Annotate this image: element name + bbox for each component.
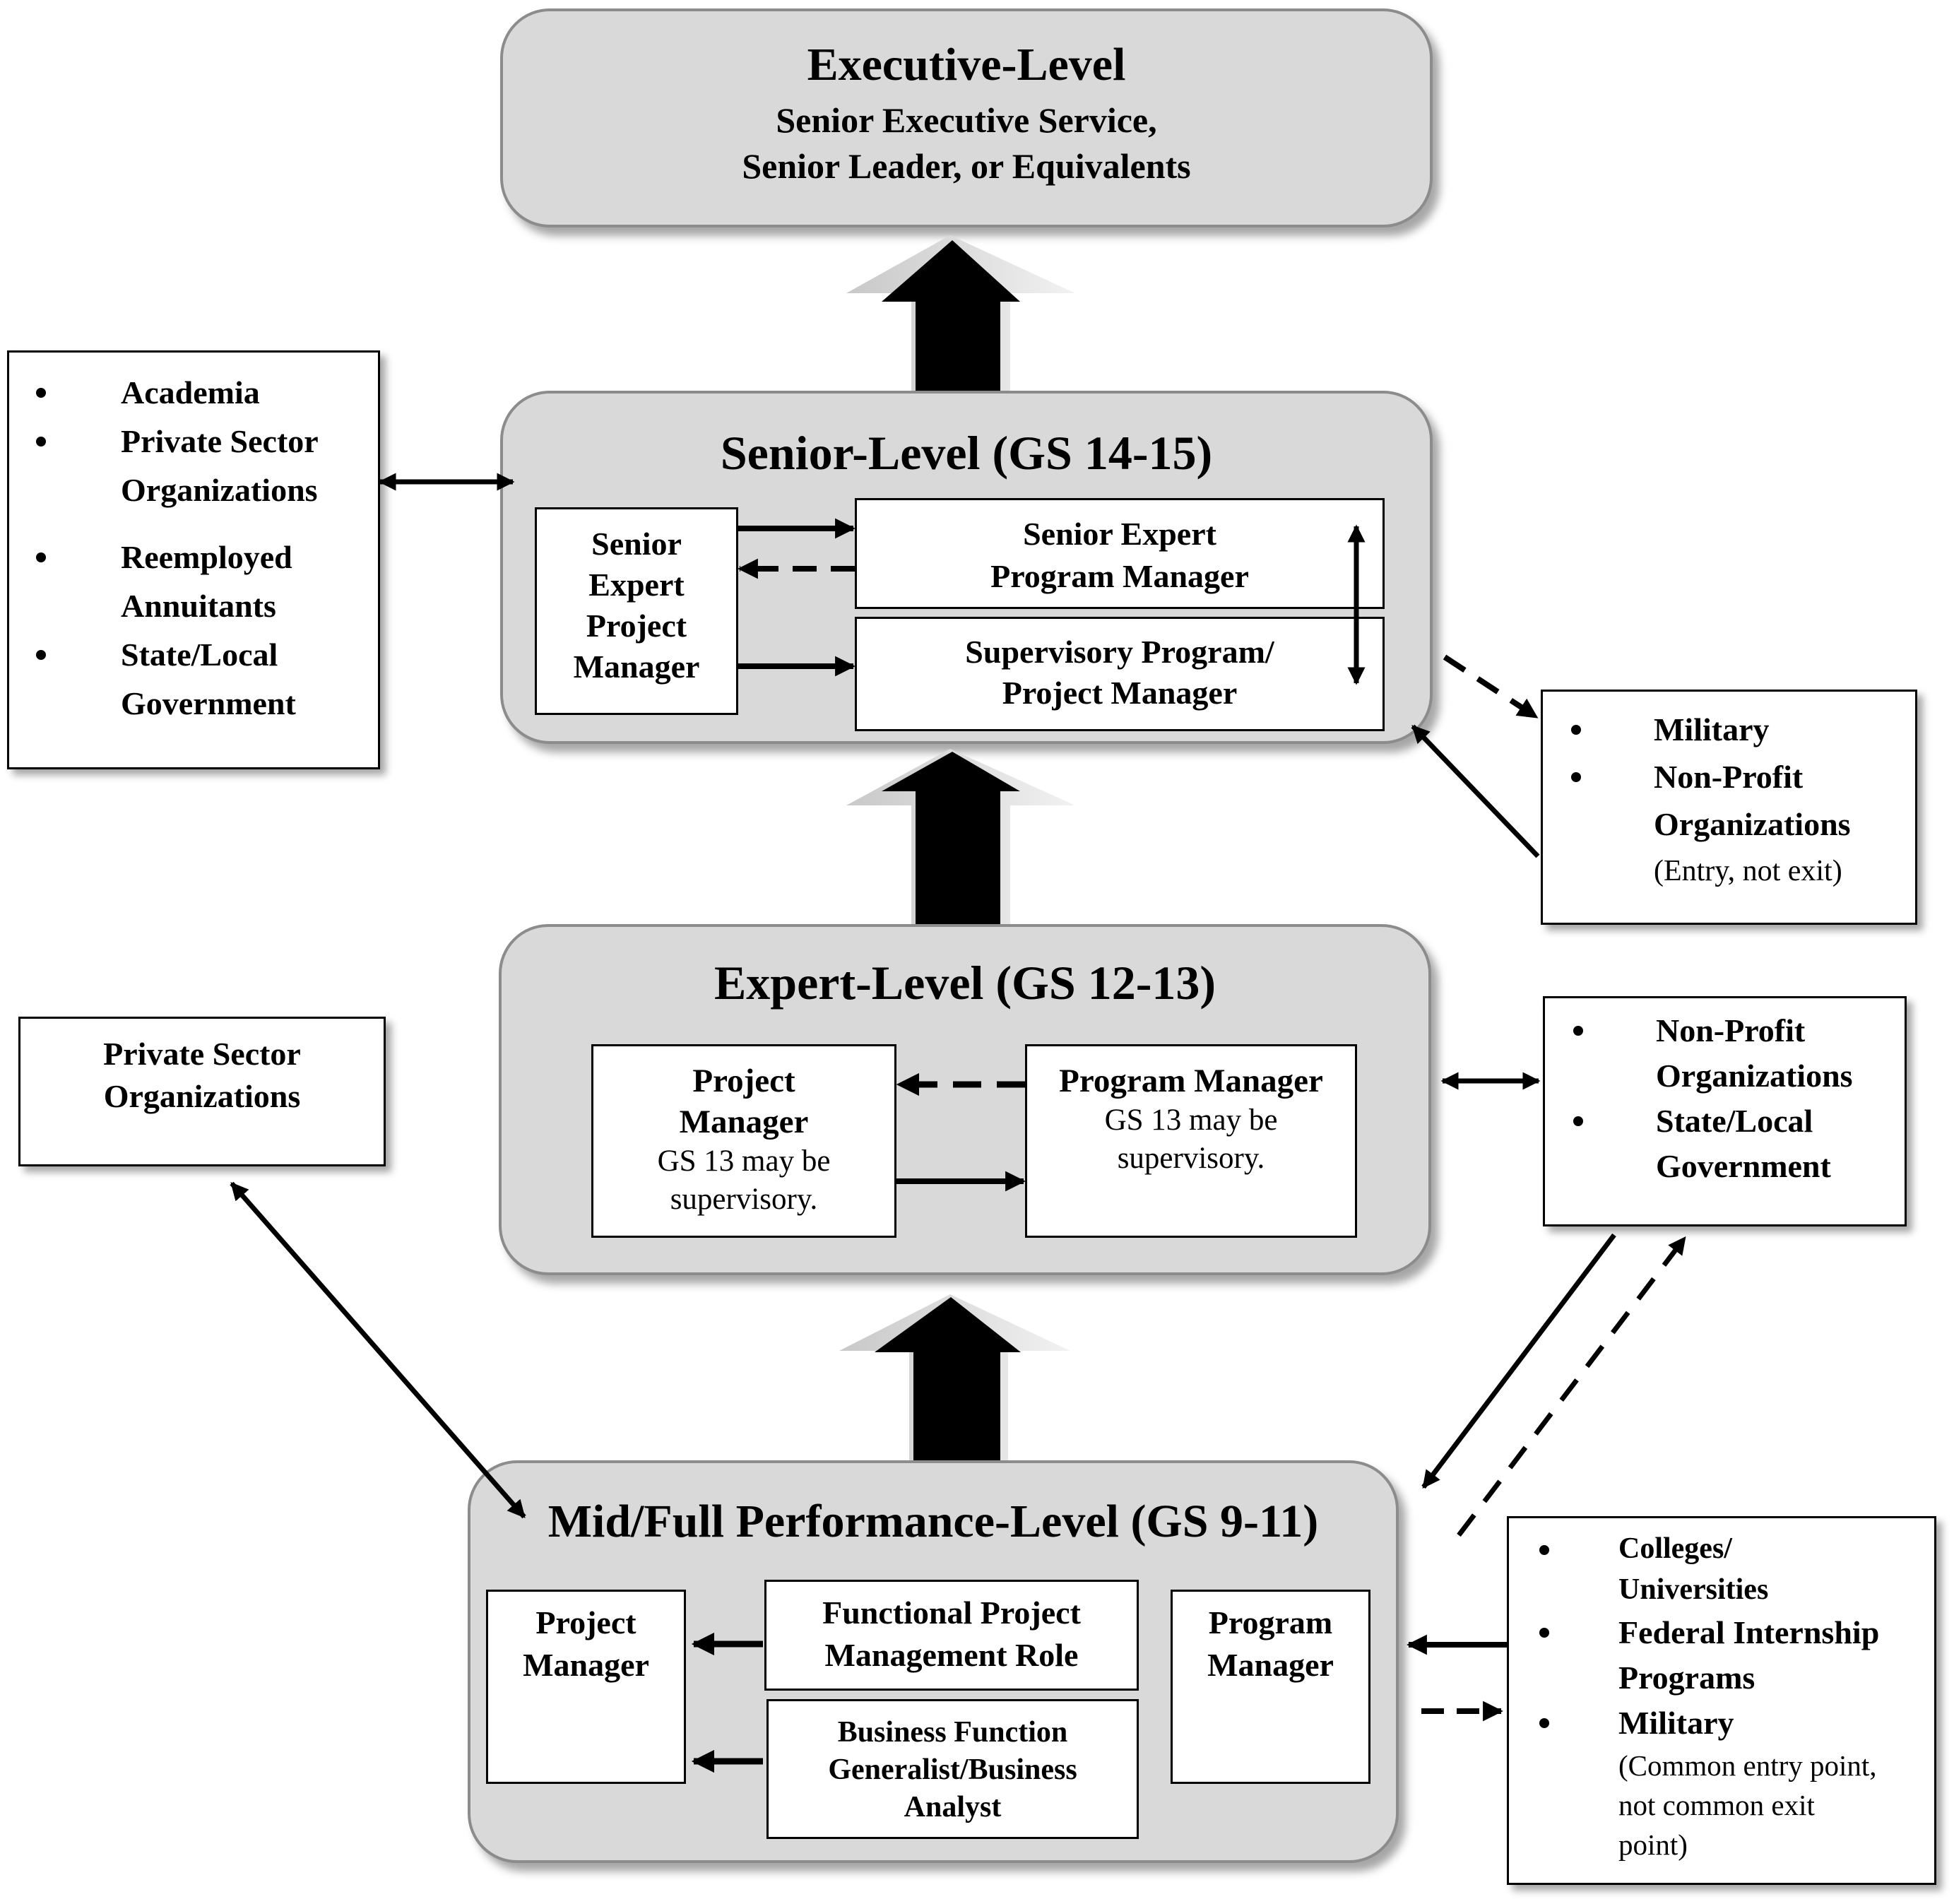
functional-project-management-role-box: Functional Project Management Role xyxy=(764,1580,1139,1691)
supervisory-program-project-manager-box: Supervisory Program/ Project Manager xyxy=(855,617,1385,731)
senior-expert-pm-line: Manager xyxy=(573,649,700,685)
supervisory-line: Supervisory Program/ xyxy=(965,634,1274,670)
source-item: Colleges/ Universities xyxy=(1509,1528,1879,1610)
business-line: Analyst xyxy=(904,1791,1002,1823)
senior-expert-pm-line: Expert xyxy=(588,567,685,603)
right-mid-sources-box: Colleges/ Universities Federal Internshi… xyxy=(1507,1516,1936,1885)
senior-expert-pm-line: Senior xyxy=(591,526,682,562)
business-line: Generalist/Business xyxy=(828,1754,1077,1786)
bullet-icon xyxy=(1571,725,1581,735)
source-item: Academia xyxy=(9,368,319,417)
source-item: Federal Internship Programs xyxy=(1509,1610,1879,1701)
mid-level-title: Mid/Full Performance-Level (GS 9-11) xyxy=(547,1496,1319,1547)
expert-pm-title-line: Manager xyxy=(679,1104,809,1140)
expert-program-manager-box: Program Manager GS 13 may be supervisory… xyxy=(1025,1044,1357,1238)
senior-expert-program-manager-box: Senior Expert Program Manager xyxy=(855,498,1385,609)
executive-level-line2: Senior Leader, or Equivalents xyxy=(742,146,1191,186)
dashed-arrow-to-right-senior xyxy=(1443,654,1539,720)
mid-project-manager-box: Project Manager xyxy=(486,1590,686,1784)
mid-pm-line: Manager xyxy=(523,1647,649,1683)
bullet-icon xyxy=(36,552,46,562)
bullet-icon xyxy=(1539,1718,1549,1728)
expert-pm-note-line: GS 13 may be xyxy=(657,1145,831,1178)
bullet-icon xyxy=(1539,1545,1549,1555)
arrow-right-senior-entry xyxy=(1411,724,1540,858)
source-item: Military xyxy=(1509,1701,1879,1746)
expert-level-title: Expert-Level (GS 12-13) xyxy=(713,956,1216,1010)
supervisory-line: Project Manager xyxy=(1002,675,1238,711)
business-line: Business Function xyxy=(837,1716,1068,1749)
source-item: Military xyxy=(1543,706,1851,753)
source-item: Non-Profit Organizations xyxy=(1545,1008,1853,1099)
left-expert-sources-box: Private Sector Organizations xyxy=(18,1017,386,1166)
senior-expert-pm-line: Project xyxy=(586,608,687,644)
expert-pm-title-line: Project xyxy=(692,1063,795,1099)
bullet-icon xyxy=(36,388,46,398)
expert-pm-note-line: supervisory. xyxy=(670,1183,818,1216)
senior-level-title: Senior-Level (GS 14-15) xyxy=(720,426,1213,480)
executive-level-box: Executive-Level Senior Executive Service… xyxy=(500,8,1433,227)
bullet-icon xyxy=(36,650,46,660)
left-senior-sources-box: Academia Private Sector Organizations Re… xyxy=(7,350,380,769)
bullet-icon xyxy=(1571,772,1581,782)
mid-prog-line: Program xyxy=(1208,1604,1333,1640)
mid-pm-line: Project xyxy=(535,1604,636,1640)
promotion-arrow-up xyxy=(846,749,1075,924)
executive-level-title: Executive-Level xyxy=(807,39,1126,90)
functional-line: Management Role xyxy=(824,1637,1079,1673)
promotion-arrow-up xyxy=(846,235,1075,391)
senior-expert-prog-line: Program Manager xyxy=(990,558,1249,594)
promotion-arrow-up xyxy=(839,1294,1070,1460)
source-item: Reemployed Annuitants xyxy=(9,533,319,630)
expert-prog-note-line: GS 13 may be xyxy=(1104,1104,1278,1137)
right-senior-sources-box: Military Non-Profit Organizations (Entry… xyxy=(1541,690,1917,925)
bullet-icon xyxy=(1573,1026,1583,1036)
dashed-arrow-mid-to-right-expert xyxy=(1457,1236,1687,1537)
double-arrow-left-expert-to-mid xyxy=(230,1181,526,1519)
source-note: (Entry, not exit) xyxy=(1654,855,1842,887)
senior-expert-project-manager-box: Senior Expert Project Manager xyxy=(535,507,738,715)
bullet-icon xyxy=(1573,1116,1583,1126)
source-note: (Common entry point, not common exit poi… xyxy=(1618,1749,1877,1861)
bullet-icon xyxy=(1539,1628,1549,1638)
arrow-right-expert-to-mid xyxy=(1421,1233,1616,1489)
senior-expert-prog-line: Senior Expert xyxy=(1023,516,1216,552)
mid-prog-line: Manager xyxy=(1207,1647,1334,1683)
executive-level-line1: Senior Executive Service, xyxy=(776,100,1157,140)
business-function-generalist-box: Business Function Generalist/Business An… xyxy=(766,1699,1139,1839)
source-item: State/Local Government xyxy=(9,630,319,728)
source-item: State/Local Government xyxy=(1545,1099,1853,1189)
expert-prog-title: Program Manager xyxy=(1059,1063,1323,1099)
right-expert-sources-box: Non-Profit Organizations State/Local Gov… xyxy=(1543,996,1907,1226)
expert-project-manager-box: Project Manager GS 13 may be supervisory… xyxy=(591,1044,896,1238)
source-item: Private Sector Organizations xyxy=(9,417,319,514)
mid-program-manager-box: Program Manager xyxy=(1171,1590,1370,1784)
functional-line: Functional Project xyxy=(822,1595,1081,1631)
bullet-icon xyxy=(36,437,46,447)
source-item: Non-Profit Organizations xyxy=(1543,753,1851,848)
expert-prog-note-line: supervisory. xyxy=(1117,1142,1265,1175)
